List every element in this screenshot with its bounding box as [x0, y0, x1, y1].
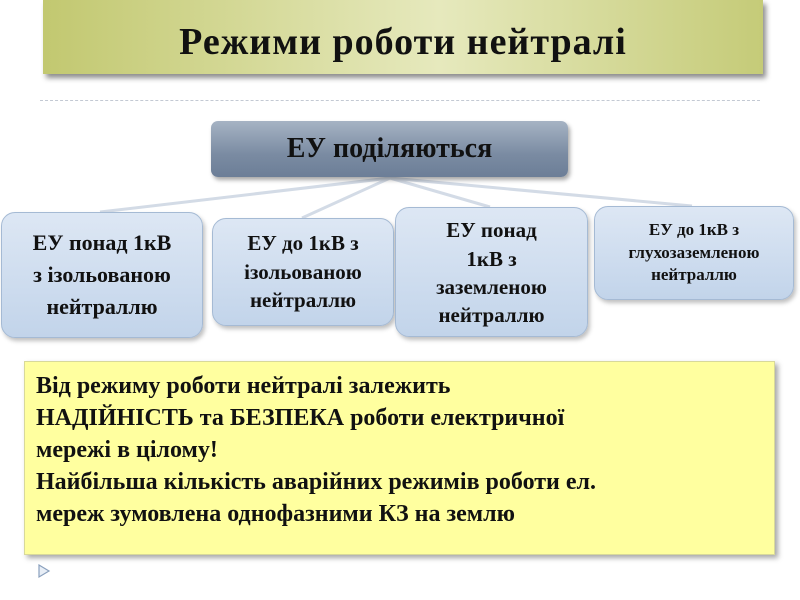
connector-3: [389, 176, 491, 209]
child-3-line-4: нейтраллю: [438, 303, 545, 328]
child-4-line-2: глухозаземленою: [628, 242, 760, 262]
child-2-line-2: ізольованою: [244, 259, 362, 284]
note-line-5: мереж зумовлена однофазними КЗ на землю: [36, 500, 515, 527]
connector-2: [301, 176, 391, 220]
child-3-line-2: 1кВ з: [466, 246, 517, 271]
child-1-line-1: ЕУ понад 1кВ: [32, 230, 172, 256]
child-2-line-1: ЕУ до 1кВ з: [247, 231, 359, 256]
child-1-line-3: нейтраллю: [46, 293, 158, 319]
child-4-line-1: ЕУ до 1кВ з: [648, 219, 740, 239]
child-4-line-3: нейтраллю: [651, 265, 737, 285]
connector-1: [99, 176, 391, 214]
triangle-bullet-icon: [38, 563, 51, 579]
child-node-3: ЕУ понад 1кВ з заземленою нейтраллю: [395, 207, 588, 337]
child-node-4: ЕУ до 1кВ з глухозаземленою нейтраллю: [594, 206, 794, 300]
divider-line: [40, 100, 760, 101]
note-line-4: Найбільша кількість аварійних режимів ро…: [36, 468, 596, 495]
title-banner: Режими роботи нейтралі: [43, 0, 763, 74]
child-3-line-3: заземленою: [436, 275, 547, 299]
note-line-2: НАДІЙНІСТЬ та БЕЗПЕКА роботи електричної: [36, 404, 565, 431]
child-1-line-2: з ізольованою: [33, 262, 171, 288]
note-line-1: Від режиму роботи нейтралі залежить: [36, 373, 451, 399]
connector-4: [389, 176, 693, 208]
root-node: ЕУ поділяються: [211, 121, 568, 177]
child-node-1: ЕУ понад 1кВ з ізольованою нейтраллю: [1, 212, 203, 338]
slide-title: Режими роботи нейтралі: [179, 21, 627, 63]
child-node-2: ЕУ до 1кВ з ізольованою нейтраллю: [212, 218, 394, 326]
note-box: Від режиму роботи нейтралі залежить НАДІ…: [24, 361, 775, 555]
note-line-3: мережі в цілому!: [36, 436, 218, 463]
child-2-line-3: нейтраллю: [249, 288, 357, 313]
child-3-line-1: ЕУ понад: [446, 218, 537, 243]
